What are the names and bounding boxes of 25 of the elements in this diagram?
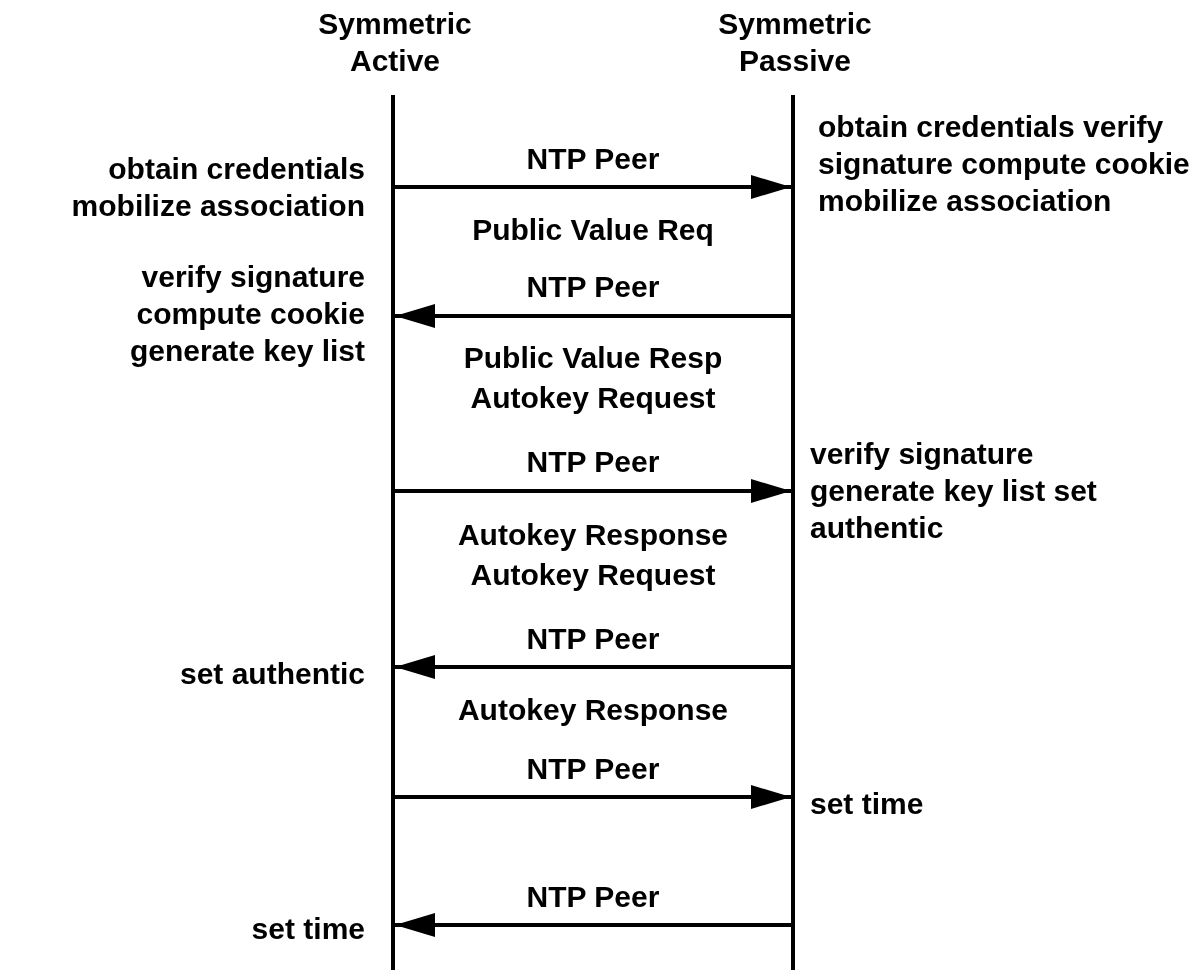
action-note: set time [250, 911, 365, 947]
message-arrow [395, 175, 791, 199]
message-label: NTP Peer [525, 879, 661, 915]
message-arrow [395, 304, 791, 328]
action-note: set time [810, 786, 925, 822]
message-label: NTP Peer [525, 269, 661, 305]
action-note: set authentic [178, 656, 365, 692]
message-arrow [395, 655, 791, 679]
message-arrow [395, 785, 791, 809]
message-arrow [395, 479, 791, 503]
message-arrow [395, 913, 791, 937]
lifeline-heading: Symmetric Passive [717, 6, 873, 79]
message-content: Autokey Response [456, 692, 730, 728]
message-label: NTP Peer [525, 751, 661, 787]
lifeline-heading: Symmetric Active [317, 6, 473, 79]
action-note: obtain credentials verify signature compute cookie mobilize association [818, 109, 1189, 219]
action-note: verify signature compute cookie generate key list [128, 259, 365, 369]
action-note: obtain credentials mobilize association [70, 151, 365, 224]
message-label: NTP Peer [525, 444, 661, 480]
message-content: Public Value Resp Autokey Request [462, 340, 724, 416]
message-label: NTP Peer [525, 141, 661, 177]
action-note: verify signature generate key list set authentic [810, 436, 1098, 546]
message-label: NTP Peer [525, 621, 661, 657]
message-content: Autokey Response Autokey Request [456, 517, 730, 593]
message-content: Public Value Req [471, 212, 715, 248]
